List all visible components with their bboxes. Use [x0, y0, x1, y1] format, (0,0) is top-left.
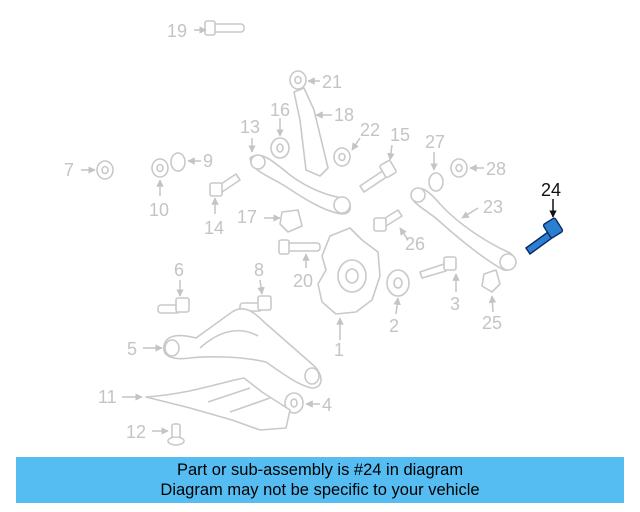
part-10-nut	[151, 158, 169, 178]
part-26-bolt	[373, 209, 403, 232]
callout-10: 10	[149, 200, 169, 220]
callout-17: 17	[237, 207, 257, 227]
part-9-ring	[170, 152, 186, 172]
callout-16: 16	[270, 100, 290, 120]
part-6-bolt	[157, 297, 190, 314]
callout-21: 21	[322, 72, 342, 92]
part-11-guard	[145, 377, 291, 431]
callout-8: 8	[254, 260, 264, 280]
callout-9: 9	[203, 151, 213, 171]
part-21-nut	[289, 70, 307, 90]
part-28-nut	[450, 158, 468, 178]
callout-18: 18	[334, 105, 354, 125]
callout-4: 4	[322, 395, 332, 415]
info-banner: Part or sub-assembly is #24 in diagram D…	[16, 457, 624, 503]
callout-19: 19	[167, 21, 187, 41]
part-18-link	[293, 87, 329, 177]
callout-7: 7	[64, 160, 74, 180]
callout-20: 20	[293, 271, 313, 291]
part-27-ring	[428, 172, 444, 192]
callout-24: 24	[541, 180, 561, 200]
part-24-bolt	[525, 217, 564, 255]
part-5-lower-arm	[163, 307, 322, 389]
part-25-bushing	[481, 269, 501, 293]
callout-12: 12	[126, 422, 146, 442]
part-16-bushing	[270, 137, 290, 159]
callout-25: 25	[482, 313, 502, 333]
banner-line-part: Part or sub-assembly is #24 in diagram	[176, 461, 464, 479]
callout-3: 3	[450, 294, 460, 314]
part-15-bolt	[359, 159, 397, 193]
part-20-bolt	[278, 239, 321, 255]
part-14-bolt	[209, 173, 241, 197]
part-22-nut	[333, 147, 351, 167]
part-12-bolt	[167, 423, 185, 446]
part-2-bushing	[386, 269, 410, 297]
part-3-bolt	[419, 256, 457, 279]
banner-line-disclaimer: Diagram may not be specific to your vehi…	[160, 481, 480, 499]
part-17-bushing	[279, 209, 303, 233]
callout-6: 6	[174, 260, 184, 280]
callout-1: 1	[334, 340, 344, 360]
callout-26: 26	[405, 234, 425, 254]
callout-23: 23	[483, 197, 503, 217]
callout-27: 27	[425, 132, 445, 152]
part-7-nut	[96, 160, 114, 180]
callout-22: 22	[360, 120, 380, 140]
callout-2: 2	[389, 316, 399, 336]
part-4-bushing	[284, 392, 304, 414]
callout-15: 15	[390, 125, 410, 145]
callout-14: 14	[204, 218, 224, 238]
part-8-bolt	[239, 295, 272, 312]
callout-11: 11	[98, 387, 117, 407]
callout-5: 5	[127, 339, 137, 359]
callout-28: 28	[486, 159, 506, 179]
part-19-bolt	[204, 20, 245, 36]
callout-13: 13	[240, 117, 260, 137]
